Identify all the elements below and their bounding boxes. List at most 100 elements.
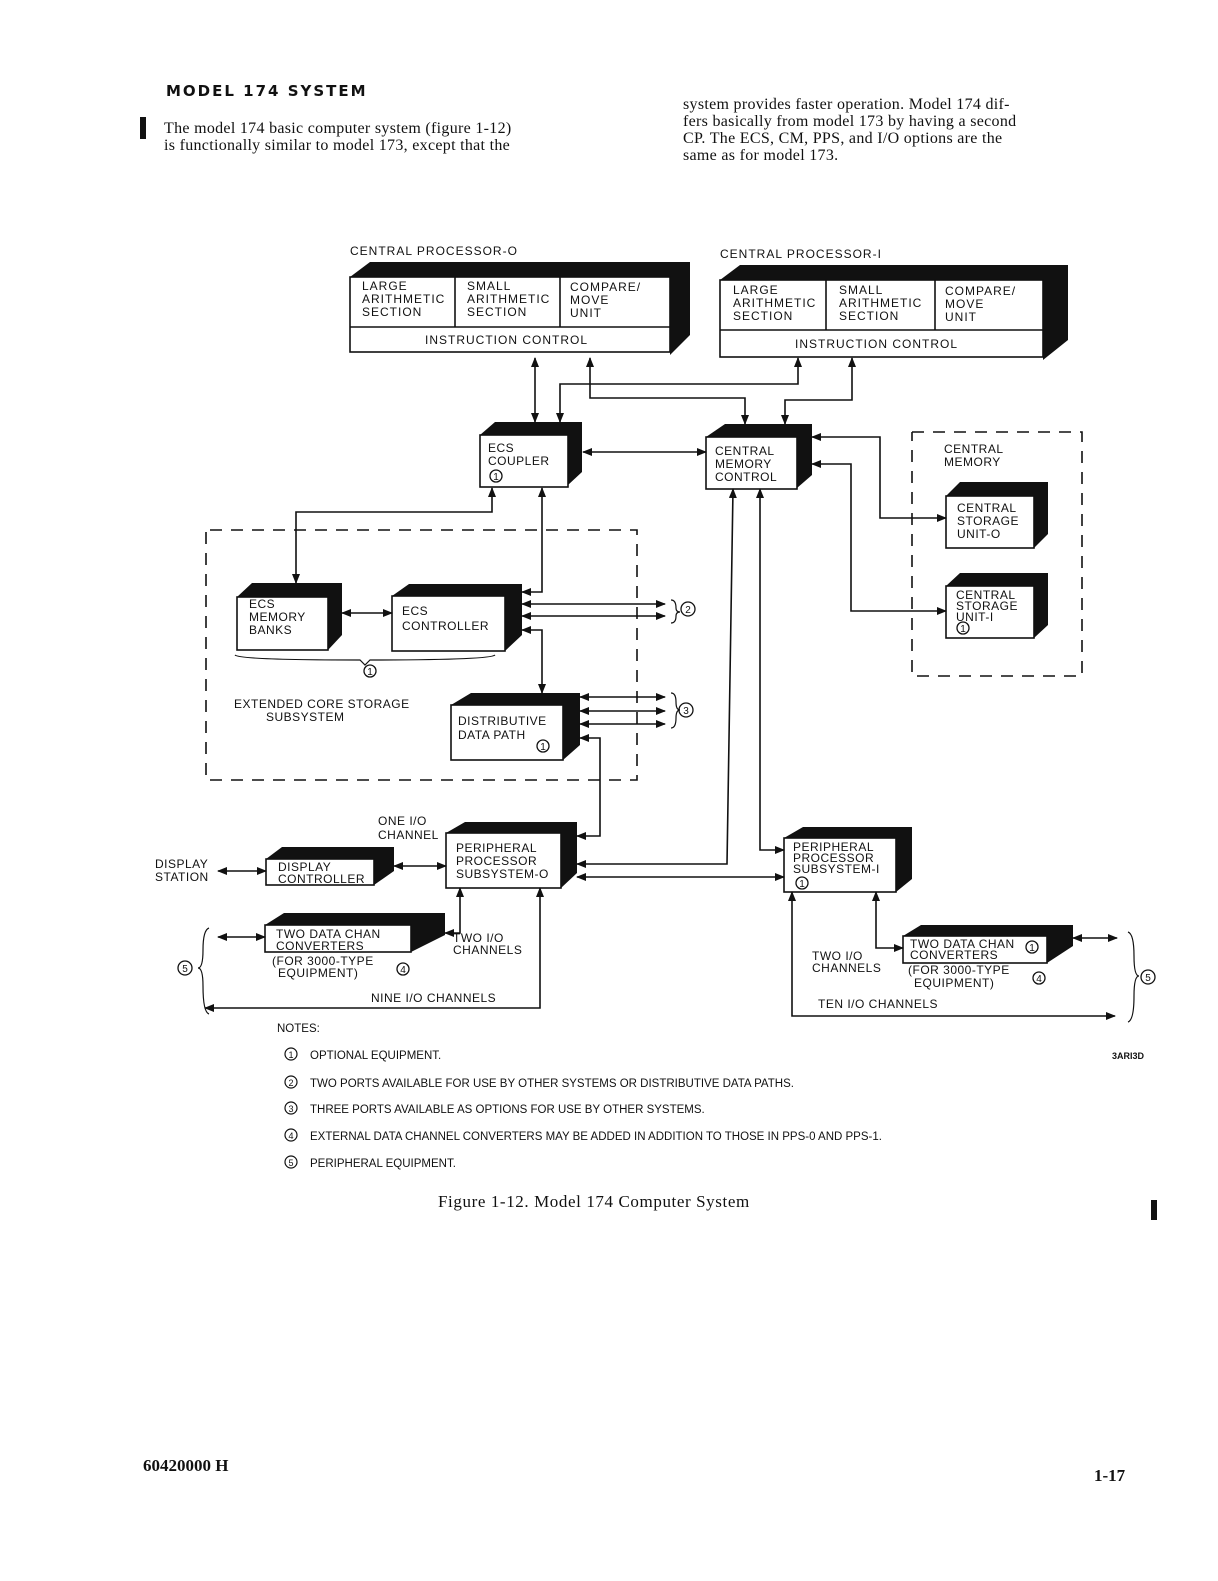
svg-text:2: 2 bbox=[288, 1078, 293, 1088]
svg-text:1: 1 bbox=[1029, 943, 1035, 954]
cp1-instruction-control: INSTRUCTION CONTROL bbox=[795, 337, 958, 351]
svg-text:1: 1 bbox=[799, 879, 805, 890]
dcc-right-label: CONVERTERS bbox=[910, 948, 998, 962]
pps0-block bbox=[445, 822, 577, 889]
svg-text:THREE PORTS AVAILABLE AS OPTIO: THREE PORTS AVAILABLE AS OPTIONS FOR USE… bbox=[310, 1104, 705, 1116]
two-io-label: CHANNELS bbox=[812, 961, 881, 975]
ecs-controller-block bbox=[391, 584, 522, 652]
section-heading: MODEL 174 SYSTEM bbox=[166, 82, 368, 100]
pps1-label: PROCESSOR bbox=[793, 851, 874, 865]
ecs-controller-label: CONTROLLER bbox=[402, 619, 489, 633]
cp1-title: CENTRAL PROCESSOR-I bbox=[720, 247, 882, 261]
svg-text:5: 5 bbox=[1145, 973, 1151, 984]
cp0-title: CENTRAL PROCESSOR-O bbox=[350, 244, 518, 258]
text-line: CP. The ECS, CM, PPS, and I/O options ar… bbox=[683, 130, 1003, 147]
figure-code: 3ARI3D bbox=[1112, 1051, 1145, 1061]
note-marker-3: 3 bbox=[678, 702, 694, 718]
central-memory-label: CENTRAL bbox=[944, 442, 1004, 456]
for3000-label: EQUIPMENT) bbox=[914, 976, 994, 990]
for3000-label: (FOR 3000-TYPE bbox=[908, 963, 1010, 977]
cp0-cell-text: COMPARE/ bbox=[570, 280, 641, 294]
ecs-banks-label: MEMORY bbox=[249, 610, 306, 624]
change-bar bbox=[140, 117, 146, 139]
cp0-cell-text: ARITHMETIC bbox=[362, 292, 445, 306]
svg-text:TWO PORTS AVAILABLE FOR USE BY: TWO PORTS AVAILABLE FOR USE BY OTHER SYS… bbox=[310, 1078, 794, 1090]
svg-text:4: 4 bbox=[288, 1131, 293, 1141]
document-number: 60420000 H bbox=[143, 1456, 229, 1475]
paragraph-left: The model 174 basic computer system (fig… bbox=[164, 120, 512, 154]
cp1-cell-text: UNIT bbox=[945, 310, 977, 324]
cp1-cell-text: SECTION bbox=[733, 309, 793, 323]
pps1-label: SUBSYSTEM-I bbox=[793, 862, 880, 876]
cp0-cell-text: MOVE bbox=[570, 293, 609, 307]
text-line: is functionally similar to model 173, ex… bbox=[164, 137, 511, 154]
notes-title: NOTES: bbox=[277, 1023, 320, 1035]
display-station-label: DISPLAY bbox=[155, 857, 208, 871]
cp1-cell-text: SMALL bbox=[839, 283, 883, 297]
note-marker-4: 4 bbox=[396, 962, 410, 976]
ddp-block bbox=[450, 693, 580, 761]
svg-text:5: 5 bbox=[288, 1158, 293, 1168]
svg-text:4: 4 bbox=[1036, 974, 1042, 985]
csu1-block bbox=[945, 573, 1048, 639]
two-io-label: TWO I/O bbox=[453, 931, 504, 945]
csu1-label: STORAGE bbox=[956, 599, 1018, 613]
central-memory-label: MEMORY bbox=[944, 455, 1001, 469]
cmc-block bbox=[705, 424, 812, 490]
csu0-label: STORAGE bbox=[957, 514, 1019, 528]
svg-text:1: 1 bbox=[288, 1050, 293, 1060]
ecs-coupler-label: COUPLER bbox=[488, 454, 550, 468]
pps1-block bbox=[783, 827, 912, 893]
cp0-cell-text: UNIT bbox=[570, 306, 602, 320]
note-item: 4 EXTERNAL DATA CHANNEL CONVERTERS MAY BE… bbox=[284, 1128, 882, 1143]
notes-list: 1 OPTIONAL EQUIPMENT. 2 TWO PORTS AVAILABL… bbox=[284, 1047, 882, 1170]
cp1-cell-text: LARGE bbox=[733, 283, 779, 297]
cp1-block bbox=[719, 265, 1068, 360]
cp0-cell-text: SECTION bbox=[467, 305, 527, 319]
note-item: 2 TWO PORTS AVAILABLE FOR USE BY OTHER SY… bbox=[284, 1075, 794, 1090]
cp1-cell-text: ARITHMETIC bbox=[839, 296, 922, 310]
cp1-cell-text: MOVE bbox=[945, 297, 984, 311]
ecs-banks-label: BANKS bbox=[249, 623, 292, 637]
central-memory-boundary bbox=[911, 431, 1083, 677]
cp0-instruction-control: INSTRUCTION CONTROL bbox=[425, 333, 588, 347]
csu1-label: UNIT-I bbox=[956, 610, 994, 624]
note-marker-4: 4 bbox=[1032, 971, 1046, 985]
text-line: system provides faster operation. Model … bbox=[683, 96, 1010, 113]
svg-text:OPTIONAL EQUIPMENT.: OPTIONAL EQUIPMENT. bbox=[310, 1050, 441, 1062]
cmc-label: CONTROL bbox=[715, 470, 777, 484]
svg-text:PERIPHERAL EQUIPMENT.: PERIPHERAL EQUIPMENT. bbox=[310, 1158, 456, 1170]
cp0-block bbox=[349, 262, 690, 355]
cp0-cell-text: ARITHMETIC bbox=[467, 292, 550, 306]
svg-text:4: 4 bbox=[400, 965, 406, 976]
cp0-cell-text: SMALL bbox=[467, 279, 511, 293]
note-marker-2: 2 bbox=[680, 601, 696, 617]
note-marker-1: 1 bbox=[489, 469, 503, 483]
cp1-cell-text: SECTION bbox=[839, 309, 899, 323]
svg-text:1: 1 bbox=[493, 472, 499, 483]
ddp-label: DISTRIBUTIVE bbox=[458, 714, 547, 728]
pps1-label: PERIPHERAL bbox=[793, 840, 874, 854]
note-marker-1: 1 bbox=[956, 621, 970, 635]
ecs-coupler-block bbox=[479, 422, 582, 488]
ecs-coupler-label: ECS bbox=[488, 441, 514, 455]
change-bar bbox=[1151, 1200, 1157, 1220]
note-marker-1: 1 bbox=[795, 876, 809, 890]
for3000-label: (FOR 3000-TYPE bbox=[272, 954, 374, 968]
page-number: 1-17 bbox=[1094, 1466, 1126, 1485]
text-line: fers basically from model 173 by having … bbox=[683, 113, 1017, 130]
two-io-label: TWO I/O bbox=[812, 949, 863, 963]
figure-caption: Figure 1-12. Model 174 Computer System bbox=[438, 1192, 750, 1211]
note-marker-1: 1 bbox=[363, 664, 377, 678]
note-item: 5 PERIPHERAL EQUIPMENT. bbox=[284, 1155, 456, 1170]
note-marker-1: 1 bbox=[1025, 940, 1039, 954]
dcc-right-label: TWO DATA CHAN bbox=[910, 937, 1015, 951]
cp1-cell-text: ARITHMETIC bbox=[733, 296, 816, 310]
note-marker-5: 5 bbox=[1140, 969, 1156, 985]
csu1-label: CENTRAL bbox=[956, 588, 1016, 602]
svg-text:3: 3 bbox=[683, 706, 689, 717]
svg-text:5: 5 bbox=[182, 964, 188, 975]
svg-text:3: 3 bbox=[288, 1104, 293, 1114]
cmc-label: MEMORY bbox=[715, 457, 772, 471]
svg-text:EXTERNAL DATA CHANNEL CONVERTE: EXTERNAL DATA CHANNEL CONVERTERS MAY BE … bbox=[310, 1131, 882, 1143]
